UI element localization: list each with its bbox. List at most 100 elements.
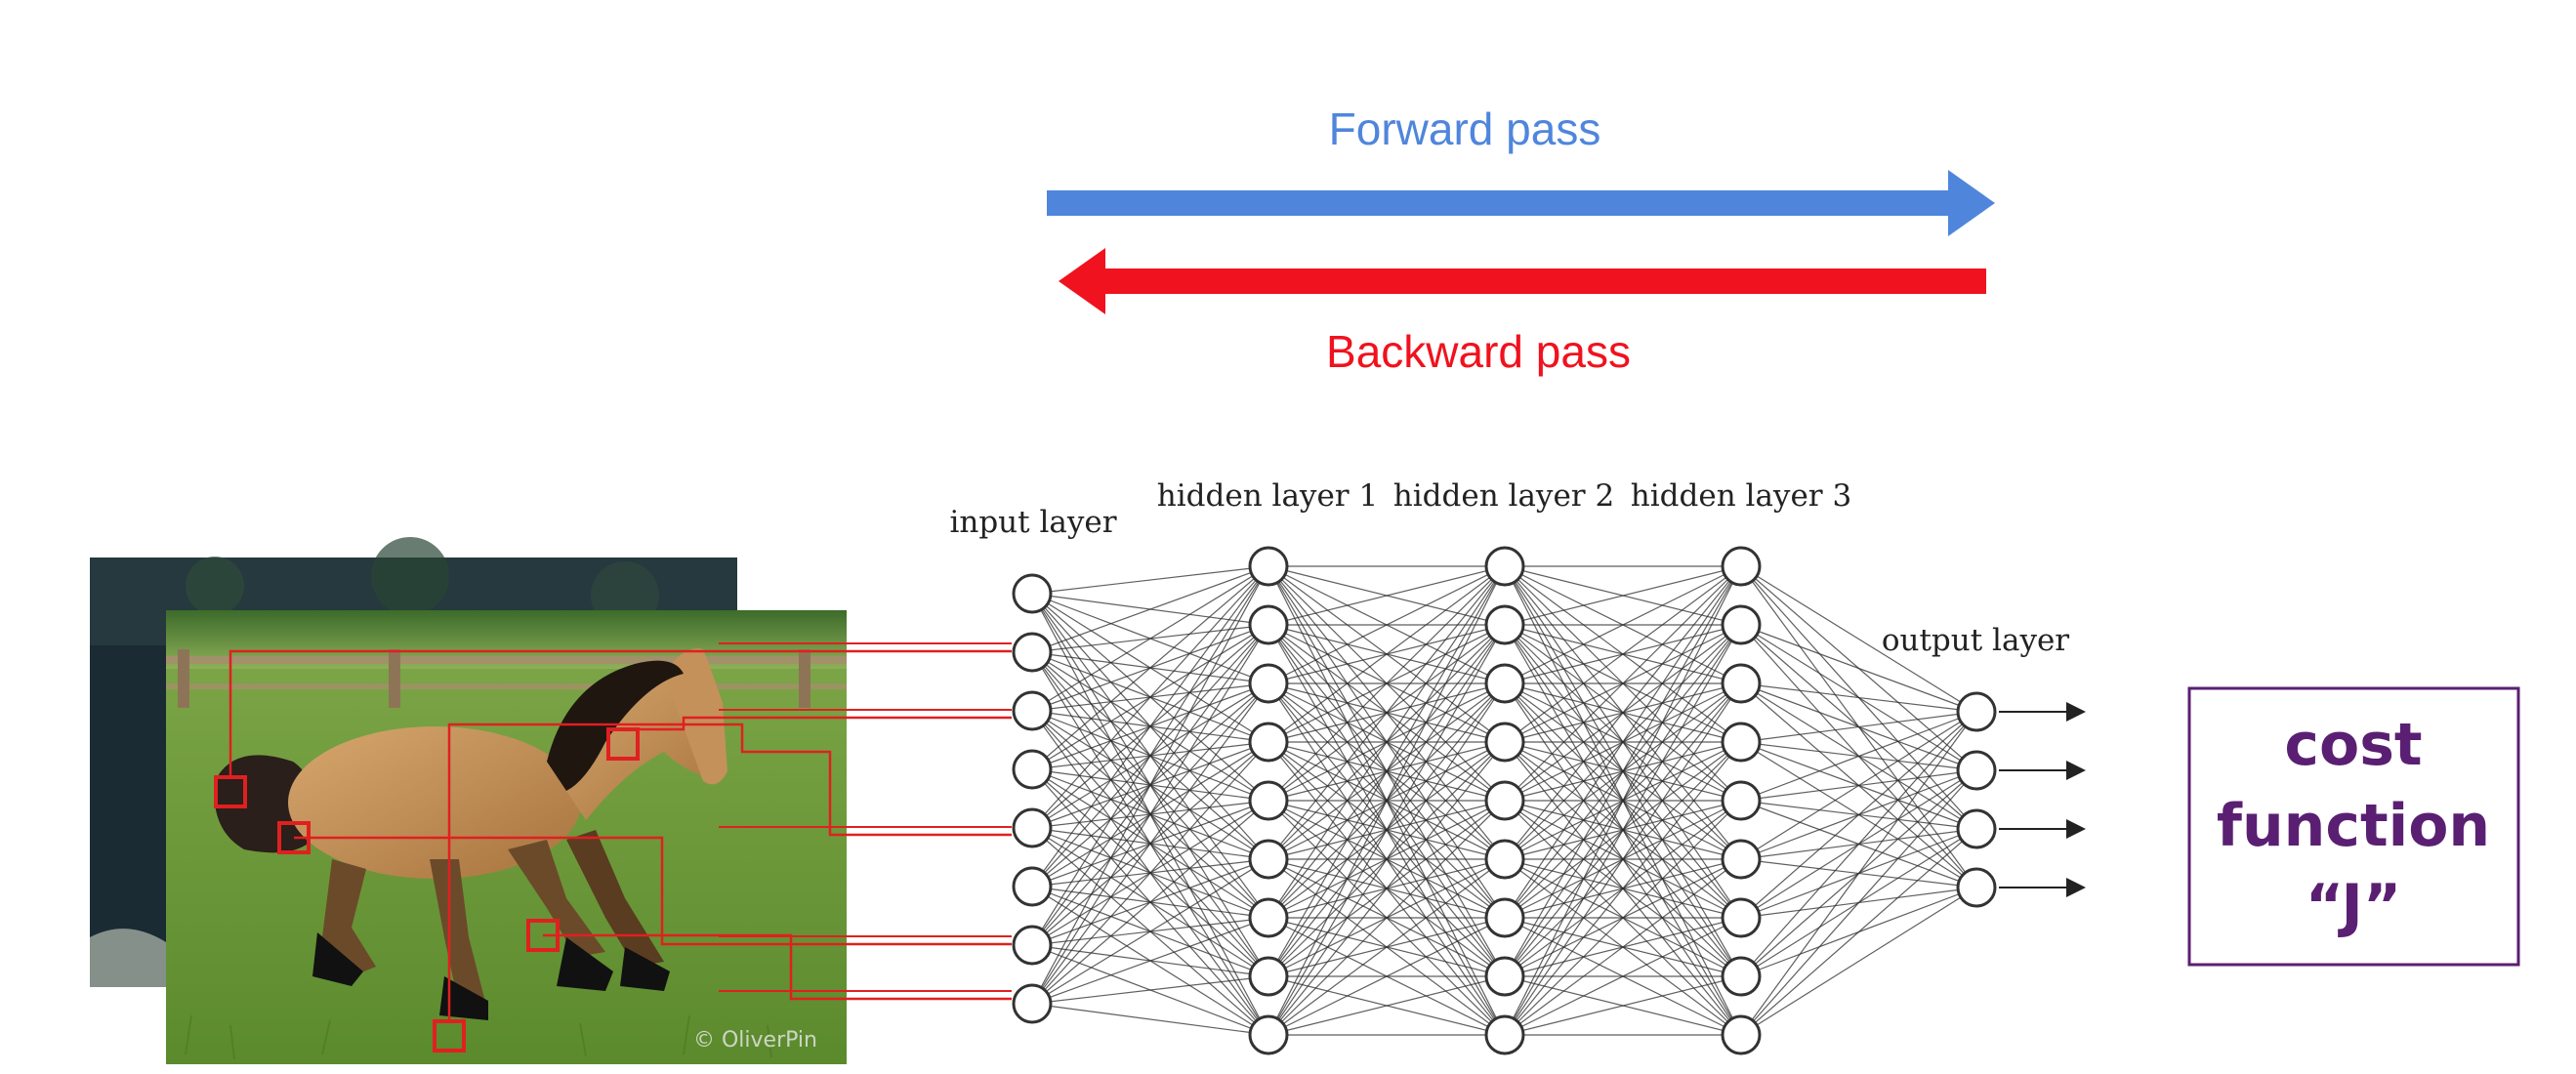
horse — [214, 648, 727, 1020]
network-edge — [1504, 800, 1742, 1036]
network-edge — [1740, 711, 1977, 977]
image-patch — [214, 775, 247, 808]
network-edge — [1031, 975, 1269, 1005]
image-patch — [433, 1019, 466, 1053]
network-edge — [1031, 565, 1269, 595]
network-edge — [1267, 741, 1506, 1036]
network-edge — [1267, 975, 1506, 1036]
cost-function-line-1: cost — [2284, 711, 2422, 779]
network-edge — [1267, 565, 1506, 977]
network-node-layer-0 — [1012, 573, 1053, 614]
network-edge — [1031, 741, 1269, 1005]
network-node-layer-3 — [1721, 780, 1762, 821]
network-edge — [1504, 565, 1742, 684]
network-edge — [1740, 565, 1977, 713]
network-edge — [1740, 769, 1977, 1036]
network-node-layer-3 — [1721, 604, 1762, 645]
forward-arrow-shaft — [1047, 190, 1950, 216]
network-edge — [1267, 682, 1506, 1036]
network-node-layer-1 — [1248, 1014, 1289, 1055]
cost-function-line-3: “J” — [2306, 872, 2402, 940]
forward-pass-label: Forward pass — [1329, 103, 1601, 154]
network-edge — [1504, 565, 1742, 626]
network-node-layer-3 — [1721, 956, 1762, 997]
patch-connector — [229, 649, 1012, 777]
network-node-layer-0 — [1012, 925, 1053, 966]
output-arrows — [1999, 702, 2086, 897]
network-edge — [1740, 711, 1977, 919]
network-node-layer-1 — [1248, 956, 1289, 997]
backward-arrow-head — [1059, 248, 1105, 314]
network-node-layer-0 — [1012, 983, 1053, 1024]
network-edge — [1031, 682, 1269, 1005]
cost-function-box: cost function “J” — [2187, 686, 2520, 967]
network-edge — [1267, 565, 1506, 743]
network-edge — [1740, 682, 1977, 713]
network-edge — [1267, 858, 1506, 1036]
backward-pass-label: Backward pass — [1326, 326, 1631, 377]
network-edge — [1504, 565, 1742, 919]
network-edge — [1740, 828, 1977, 1036]
network-node-layer-2 — [1484, 897, 1525, 938]
input-layer-label: input layer — [949, 505, 1116, 540]
network-node-layer-2 — [1484, 956, 1525, 997]
forward-arrow-head — [1948, 170, 1995, 236]
network-node-layer-2 — [1484, 780, 1525, 821]
network-edge — [1504, 682, 1742, 1036]
hidden-layer-3-label: hidden layer 3 — [1631, 478, 1851, 514]
output-layer-label: output layer — [1882, 623, 2069, 658]
network-edge — [1031, 800, 1269, 1005]
network-node-layer-2 — [1484, 722, 1525, 763]
network-edge — [1740, 624, 1977, 713]
network-node-layer-1 — [1248, 604, 1289, 645]
patch-connector — [294, 836, 1012, 946]
network-node-layer-3 — [1721, 897, 1762, 938]
network-node-layer-3 — [1721, 546, 1762, 587]
network-edge — [1740, 711, 1977, 860]
network-node-layer-1 — [1248, 839, 1289, 880]
network-node-layer-1 — [1248, 897, 1289, 938]
forward-arrow — [1047, 170, 1995, 236]
network-edge — [1031, 565, 1269, 712]
network-node-layer-0 — [1012, 866, 1053, 907]
network-nodes — [1012, 546, 1997, 1055]
network-edge — [1031, 624, 1269, 1005]
network-node-layer-1 — [1248, 780, 1289, 821]
network-edge — [1504, 975, 1742, 1036]
network-node-layer-3 — [1721, 663, 1762, 704]
image-patches — [214, 642, 1012, 1053]
backward-arrow — [1059, 248, 1986, 314]
network-node-layer-2 — [1484, 546, 1525, 587]
network-node-layer-1 — [1248, 722, 1289, 763]
forward-pass: Forward pass — [1047, 103, 1995, 236]
network-node-layer-3 — [1721, 839, 1762, 880]
network-edge — [1504, 624, 1742, 1036]
network-edge — [1031, 565, 1269, 888]
network-edge — [1504, 565, 1742, 977]
network-edge — [1504, 741, 1742, 1036]
network-node-layer-2 — [1484, 604, 1525, 645]
network-edge — [1504, 858, 1742, 1036]
network-edge — [1031, 858, 1269, 1005]
network-edge — [1267, 565, 1506, 684]
network-edge — [1031, 565, 1269, 946]
network-edge — [1740, 887, 1977, 1036]
network-node-layer-0 — [1012, 632, 1053, 673]
image-patch — [277, 821, 311, 854]
network-edge — [1267, 565, 1506, 1036]
network-edge — [1031, 565, 1269, 1005]
network-edge — [1504, 565, 1742, 1036]
network-edge — [1031, 565, 1269, 770]
photo-watermark: © OliverPin — [693, 1028, 817, 1053]
network-edge — [1267, 565, 1506, 919]
network-edge — [1504, 565, 1742, 802]
network-edge — [1267, 565, 1506, 802]
network-edge — [1740, 711, 1977, 802]
network-node-layer-1 — [1248, 546, 1289, 587]
network-node-layer-1 — [1248, 663, 1289, 704]
network-node-layer-4 — [1956, 808, 1997, 849]
backward-pass: Backward pass — [1059, 248, 1986, 377]
cost-function-line-2: function — [2217, 792, 2490, 860]
network-node-layer-0 — [1012, 690, 1053, 731]
